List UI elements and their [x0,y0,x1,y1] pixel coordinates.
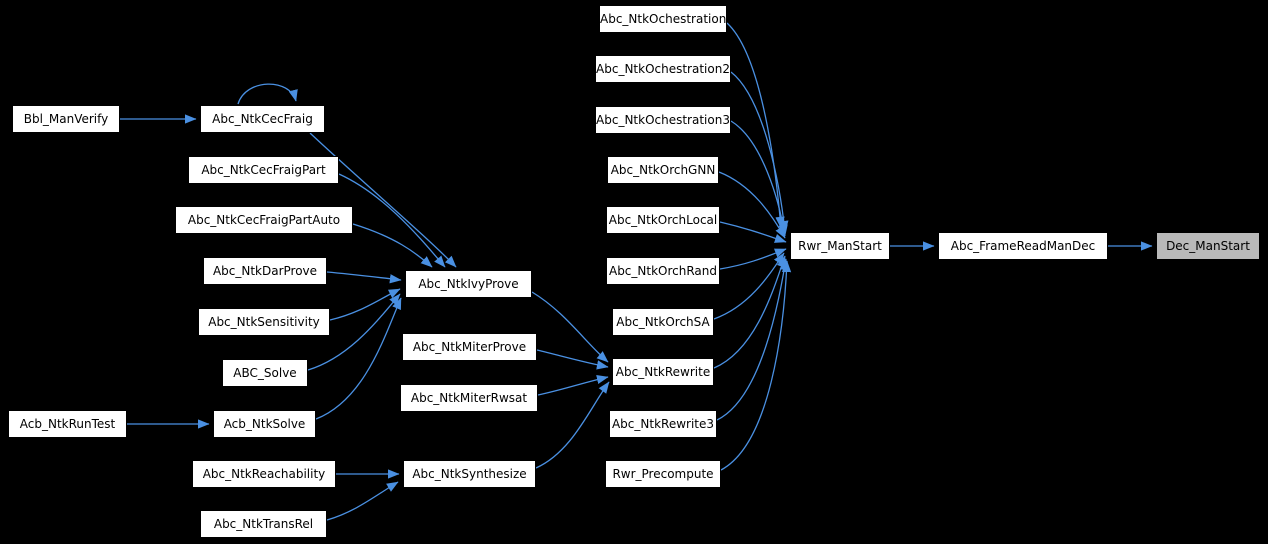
node-abc-ntkcecfraig[interactable]: Abc_NtkCecFraig [200,105,325,133]
edge-abc_ntkrewrite3-to-rwr_manstart [716,258,789,421]
node-abc-ntktransrel[interactable]: Abc_NtkTransRel [200,510,327,538]
node-acb-ntksolve[interactable]: Acb_NtkSolve [213,410,316,438]
edge-abc_ntkrewrite-to-rwr_manstart [713,255,786,369]
edge-abc_ntksynthesize-to-abc_ntkrewrite [535,381,610,469]
node-abc-ntkcecfraigpart[interactable]: Abc_NtkCecFraigPart [188,156,339,184]
node-abc-ntkochestration3[interactable]: Abc_NtkOchestration3 [595,106,731,134]
node-abc-ntkochestration2[interactable]: Abc_NtkOchestration2 [595,55,731,83]
edge-abc_ntktransrel-to-abc_ntksynthesize [326,481,399,521]
node-abc-ntkochestration[interactable]: Abc_NtkOchestration [599,5,727,33]
edge-abc_ntksensitivity-to-abc_ntkivyprove [329,288,401,321]
edge-abc_ntkdarprove-to-abc_ntkivyprove [326,271,402,284]
node-abc-ntkivyprove[interactable]: Abc_NtkIvyProve [405,270,532,298]
node-abc-ntkcecfraigpartauto[interactable]: Abc_NtkCecFraigPartAuto [175,206,353,234]
node-abc-ntkmiterrwsat[interactable]: Abc_NtkMiterRwsat [400,384,538,412]
node-abc-ntkrewrite[interactable]: Abc_NtkRewrite [612,358,714,386]
node-abc-ntkdarprove[interactable]: Abc_NtkDarProve [203,257,327,285]
node-abc-ntksynthesize[interactable]: Abc_NtkSynthesize [403,460,536,488]
edge-abc_ntkcecfraigpart-to-abc_ntkivyprove [338,173,446,268]
edge-abc_ntkochestration2-to-rwr_manstart [730,71,789,233]
node-abc-ntkmiterprove[interactable]: Abc_NtkMiterProve [402,333,537,361]
edge-abc_ntkcecfraig-self-loop [237,83,298,105]
node-abc-ntkorchgnn[interactable]: Abc_NtkOrchGNN [607,156,719,184]
node-abc-ntkorchrand[interactable]: Abc_NtkOrchRand [606,257,720,285]
edge-abc_ntkochestration-to-rwr_manstart [726,22,785,229]
edge-abc_ntkochestration3-to-rwr_manstart [730,120,788,237]
node-bbl-manverify[interactable]: Bbl_ManVerify [12,105,120,133]
edge-abc_ntkivyprove-to-abc_ntkrewrite [531,291,609,363]
edge-rwr_precompute-to-rwr_manstart [720,260,792,471]
node-abc-ntkorchsa[interactable]: Abc_NtkOrchSA [612,308,714,336]
node-abc-ntksensitivity[interactable]: Abc_NtkSensitivity [198,308,330,336]
edge-abc_ntkorchlocal-to-rwr_manstart [719,221,787,243]
node-abc-framereadmandec[interactable]: Abc_FrameReadManDec [938,232,1108,260]
node-abc-ntkrewrite3[interactable]: Abc_NtkRewrite3 [609,410,717,438]
edge-abc_ntkcecfraig-to-abc_ntkivyprove [309,132,457,268]
node-acb-ntkruntest[interactable]: Acb_NtkRunTest [8,410,127,438]
edge-abc_ntkmiterprove-to-abc_ntkrewrite [536,349,609,370]
edge-abc_ntkorchgnn-to-rwr_manstart [718,171,786,239]
node-rwr-precompute[interactable]: Rwr_Precompute [605,460,721,488]
edge-abc_ntkorchrand-to-rwr_manstart [719,248,787,270]
node-dec-manstart: Dec_ManStart [1156,232,1260,260]
edge-acb_ntksolve-to-abc_ntkivyprove [315,297,402,420]
edge-abc_ntkmiterrwsat-to-abc_ntkrewrite [537,374,609,396]
node-abc-ntkorchlocal[interactable]: Abc_NtkOrchLocal [606,206,720,234]
node-rwr-manstart[interactable]: Rwr_ManStart [790,232,890,260]
edge-abc_ntkcecfraigpartauto-to-abc_ntkivyprove [352,223,433,268]
node-abc-ntkreachability[interactable]: Abc_NtkReachability [192,460,336,488]
node-abc-solve[interactable]: ABC_Solve [222,359,308,387]
